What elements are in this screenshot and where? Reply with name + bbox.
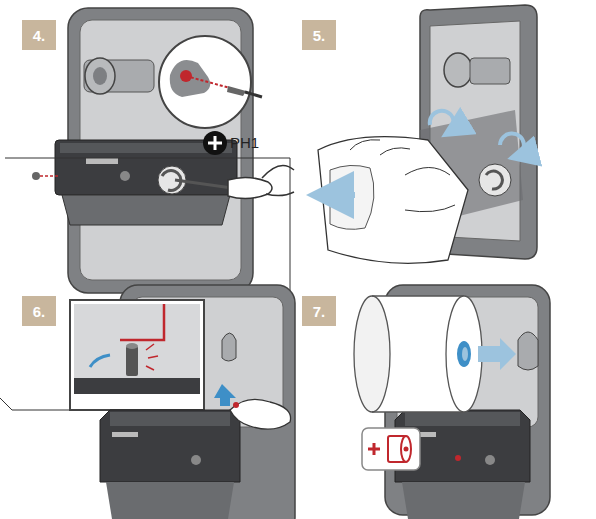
panel-5 — [318, 5, 537, 263]
tool-size-label: PH1 — [230, 134, 259, 151]
step-badge: 7. — [302, 296, 336, 326]
panel-7 — [354, 285, 550, 519]
step-badge: 4. — [22, 20, 56, 50]
step-number: 5. — [313, 27, 326, 44]
step-number: 7. — [313, 303, 326, 320]
step-number: 6. — [33, 303, 46, 320]
panel-6 — [70, 285, 295, 519]
step-number: 4. — [33, 27, 46, 44]
step-badge: 5. — [302, 20, 336, 50]
step-badge: 6. — [22, 296, 56, 326]
